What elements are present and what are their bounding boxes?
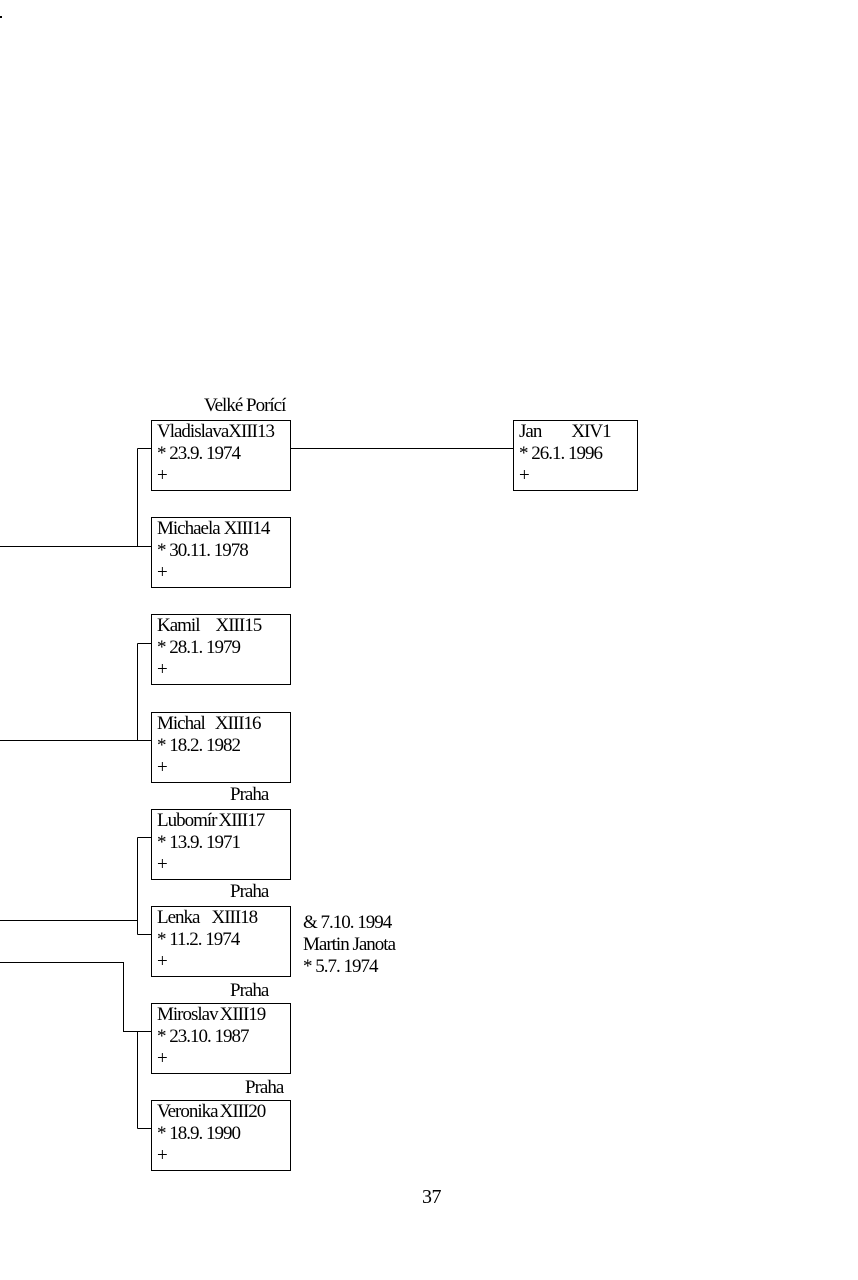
person-code: XIV1 xyxy=(571,421,611,442)
person-death: + xyxy=(157,854,168,875)
place-label: Praha xyxy=(245,1077,284,1098)
person-code: XIII15 xyxy=(215,615,263,636)
person-birth: * 11.2. 1974 xyxy=(157,929,240,950)
person-code: XIII19 xyxy=(219,1004,267,1025)
person-birth: * 28.1. 1979 xyxy=(157,637,241,658)
person-birth: * 26.1. 1996 xyxy=(519,443,603,464)
person-code: XIII13 xyxy=(228,421,275,442)
person-name: Vladislava xyxy=(157,421,229,442)
place-label: Velké Porící xyxy=(204,395,286,416)
person-death: + xyxy=(519,465,530,486)
page-number: 37 xyxy=(422,1186,442,1208)
connector-group-3 xyxy=(0,837,151,935)
person-birth: * 13.9. 1971 xyxy=(157,832,241,853)
person-name: Lubomír xyxy=(157,810,217,831)
person-code: XIII20 xyxy=(219,1101,267,1122)
person-code: XIII18 xyxy=(211,907,258,928)
person-code: XIII14 xyxy=(223,518,271,539)
connector-group-2 xyxy=(0,643,151,741)
person-name: Michaela xyxy=(157,518,221,539)
person-death: + xyxy=(157,659,168,680)
person-name: Jan xyxy=(519,421,542,442)
person-birth: * 18.2. 1982 xyxy=(157,735,241,756)
person-box-kamil: Kamil XIII15 * 28.1. 1979 + xyxy=(151,614,291,685)
person-name: Veronika xyxy=(157,1101,219,1122)
person-birth: * 23.10. 1987 xyxy=(157,1026,250,1047)
spouse-note: & 7.10. 1994 Martin Janota * 5.7. 1974 xyxy=(303,912,396,978)
person-box-lenka: Lenka XIII18 * 11.2. 1974 + xyxy=(151,906,291,977)
person-death: + xyxy=(157,757,168,778)
person-death: + xyxy=(157,1048,168,1069)
person-name: Kamil xyxy=(157,615,200,636)
connector-group-1 xyxy=(0,448,151,547)
place-label: Praha xyxy=(230,784,269,805)
place-label: Praha xyxy=(230,881,269,902)
person-name: Lenka xyxy=(157,907,200,928)
person-death: + xyxy=(157,1145,168,1166)
person-name: Michal xyxy=(157,713,206,734)
person-birth: * 18.9. 1990 xyxy=(157,1123,241,1144)
person-code: XIII16 xyxy=(214,713,262,734)
place-label: Praha xyxy=(230,980,269,1001)
person-birth: * 23.9. 1974 xyxy=(157,443,241,464)
person-box-jan: Jan XIV1 * 26.1. 1996 + xyxy=(513,420,638,491)
person-death: + xyxy=(157,562,168,583)
marriage-date: & 7.10. 1994 xyxy=(303,912,392,933)
spouse-name: Martin Janota xyxy=(303,934,396,955)
spouse-birth: * 5.7. 1974 xyxy=(303,956,379,977)
person-name: Miroslav xyxy=(157,1004,219,1025)
scan-speck xyxy=(0,16,2,18)
person-death: + xyxy=(157,951,168,972)
person-box-vladislava: VladislavaXIII13 * 23.9. 1974 + xyxy=(151,420,291,491)
person-birth: * 30.11. 1978 xyxy=(157,540,249,561)
person-code: XIII17 xyxy=(218,810,266,831)
connector-group-4 xyxy=(0,962,151,1129)
person-death: + xyxy=(157,465,168,486)
person-box-michal: Michal XIII16 * 18.2. 1982 + xyxy=(151,712,291,783)
